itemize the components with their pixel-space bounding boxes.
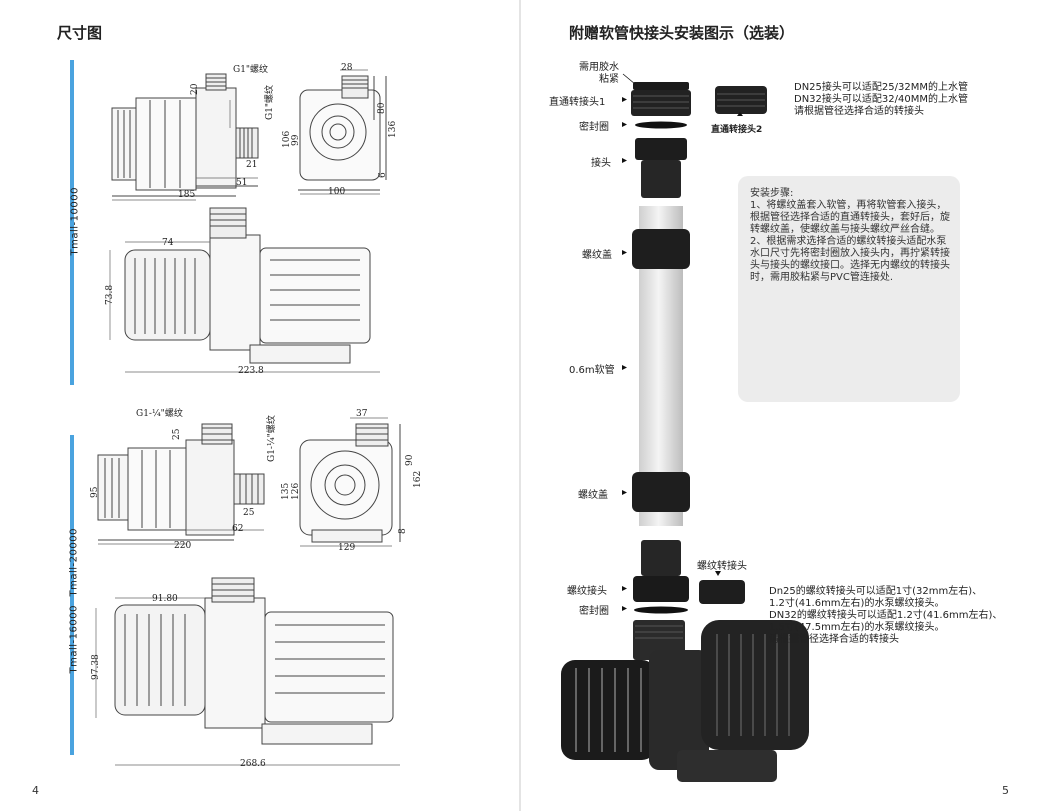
dim-185: 185 — [178, 190, 196, 200]
dim-223-8: 223.8 — [238, 366, 264, 376]
dimension-drawings — [95, 69, 401, 766]
model-bar-2 — [70, 435, 74, 755]
pump-side-view-1 — [111, 73, 259, 197]
pump-render-2 — [114, 577, 394, 745]
page-title: 尺寸图 — [57, 24, 103, 42]
dim-136: 136 — [388, 120, 398, 138]
label-straight-adapter-1: 直通转接头1 — [549, 97, 606, 108]
dim-20: 20 — [190, 83, 200, 95]
note-bottom-line: 1.2寸(41.6mm左右)的水泵螺纹接头。 — [769, 598, 945, 609]
dim-62: 62 — [232, 524, 244, 534]
dim-51: 51 — [236, 178, 248, 188]
dim-25a: 25 — [172, 428, 182, 440]
dim-25b: 25 — [243, 508, 255, 518]
dim-162: 162 — [413, 470, 423, 488]
model-bar-1 — [70, 60, 74, 385]
install-steps-box: 安装步骤: 1、将螺纹盖套入软管，再将软管套入接头，根据管径选择合适的直通转接头… — [738, 176, 960, 402]
note-bottom-line: 请根据管径选择合适的转接头 — [769, 634, 899, 645]
note-top: DN25接头可以适配25/32MM的上水管 DN32接头可以适配32/40MM的… — [794, 82, 968, 118]
label-seal-ring-2: 密封圈 — [579, 606, 609, 617]
note-bottom-line: 1.5寸(47.5mm左右)的水泵螺纹接头。 — [769, 622, 945, 633]
note-top-line: 请根据管径选择合适的转接头 — [794, 106, 924, 117]
pump-render-1 — [124, 207, 371, 364]
pump-front-view-1 — [298, 75, 387, 191]
page-number-left: 4 — [32, 784, 39, 797]
dim-74: 74 — [162, 238, 174, 248]
seal-ring-1 — [635, 121, 687, 129]
straight-adapter-2 — [715, 86, 767, 116]
dim-90: 90 — [405, 454, 415, 466]
pump-side-view-2 — [97, 423, 265, 541]
dim-thread-top-1: G1"螺纹 — [233, 65, 269, 75]
dim-21: 21 — [246, 160, 258, 170]
page-gutter — [519, 0, 521, 811]
label-thread-nut-2: 螺纹盖 — [578, 490, 608, 501]
note-bottom: Dn25的螺纹转接头可以适配1寸(32mm左右)、 1.2寸(41.6mm左右)… — [769, 586, 1002, 646]
install-steps: 安装步骤: 1、将螺纹盖套入软管，再将软管套入接头，根据管径选择合适的直通转接头… — [750, 188, 956, 284]
dim-73-8: 73.8 — [105, 284, 115, 305]
dim-95: 95 — [90, 486, 100, 498]
dim-28: 28 — [341, 63, 353, 73]
pump-photo — [561, 620, 809, 782]
step-2: 2、根据需求选择合适的螺纹转接头适配水泵水口尺寸先将密封圈放入接头内，再拧紧转接… — [750, 236, 950, 283]
dim-126: 126 — [291, 482, 301, 500]
dim-129: 129 — [338, 543, 356, 553]
left-page: 尺寸图 Tmall-10000 Tmall-20000 Tmall-16000 — [0, 0, 519, 811]
note-bottom-line: Dn25的螺纹转接头可以适配1寸(32mm左右)、 — [769, 586, 983, 597]
steps-title: 安装步骤: — [750, 188, 794, 199]
seal-ring-2 — [634, 606, 688, 614]
note-top-line: DN25接头可以适配25/32MM的上水管 — [794, 82, 968, 93]
label-thread-nut-1: 螺纹盖 — [582, 250, 612, 261]
right-page: 附赠软管快接头安装图示（选装） — [521, 0, 1040, 811]
page-title-right: 附赠软管快接头安装图示（选装） — [569, 24, 795, 42]
dim-37: 37 — [356, 409, 368, 419]
thread-connector — [633, 540, 689, 602]
thread-adapter — [699, 571, 745, 604]
dim-80: 80 — [377, 102, 387, 114]
dim-8: 8 — [398, 528, 408, 534]
label-seal-ring-1: 密封圈 — [579, 122, 609, 133]
page-number-right: 5 — [1002, 784, 1009, 797]
label-glue: 需用胶水 粘紧 — [579, 62, 619, 85]
label-hose: 0.6m软管 — [569, 365, 615, 376]
note-bottom-line: DN32的螺纹转接头可以适配1.2寸(41.6mm左右)、 — [769, 610, 1003, 621]
note-top-line: DN32接头可以适配32/40MM的上水管 — [794, 94, 968, 105]
straight-adapter-1 — [631, 82, 691, 116]
label-thread-connector: 螺纹接头 — [567, 586, 607, 597]
dim-6: 6 — [378, 172, 388, 178]
dim-268-6: 268.6 — [240, 759, 266, 769]
label-connector: 接头 — [591, 158, 611, 169]
dim-thread-top-2: G1-¼"螺纹 — [136, 409, 183, 419]
dim-100: 100 — [328, 187, 346, 197]
step-1: 1、将螺纹盖套入软管，再将软管套入接头，根据管径选择合适的直通转接头，套好后，旋… — [750, 200, 950, 235]
thread-nut-1 — [632, 229, 690, 269]
connector — [635, 138, 687, 198]
pump-front-view-2 — [299, 423, 401, 543]
label-thread-adapter: 螺纹转接头 — [697, 561, 747, 572]
dim-97-38: 97.38 — [91, 654, 101, 680]
label-straight-adapter-2: 直通转接头2 — [711, 125, 763, 135]
thread-nut-2 — [632, 472, 690, 512]
dim-91-80: 91.80 — [152, 594, 178, 604]
dim-220: 220 — [174, 541, 192, 551]
dim-135: 135 — [281, 482, 291, 500]
dim-99: 99 — [291, 134, 301, 146]
hose-assembly-diagram — [561, 73, 809, 782]
dim-thread-side-2: G1-¼"螺纹 — [267, 415, 277, 462]
dim-thread-side-1: G1"螺纹 — [265, 84, 275, 120]
